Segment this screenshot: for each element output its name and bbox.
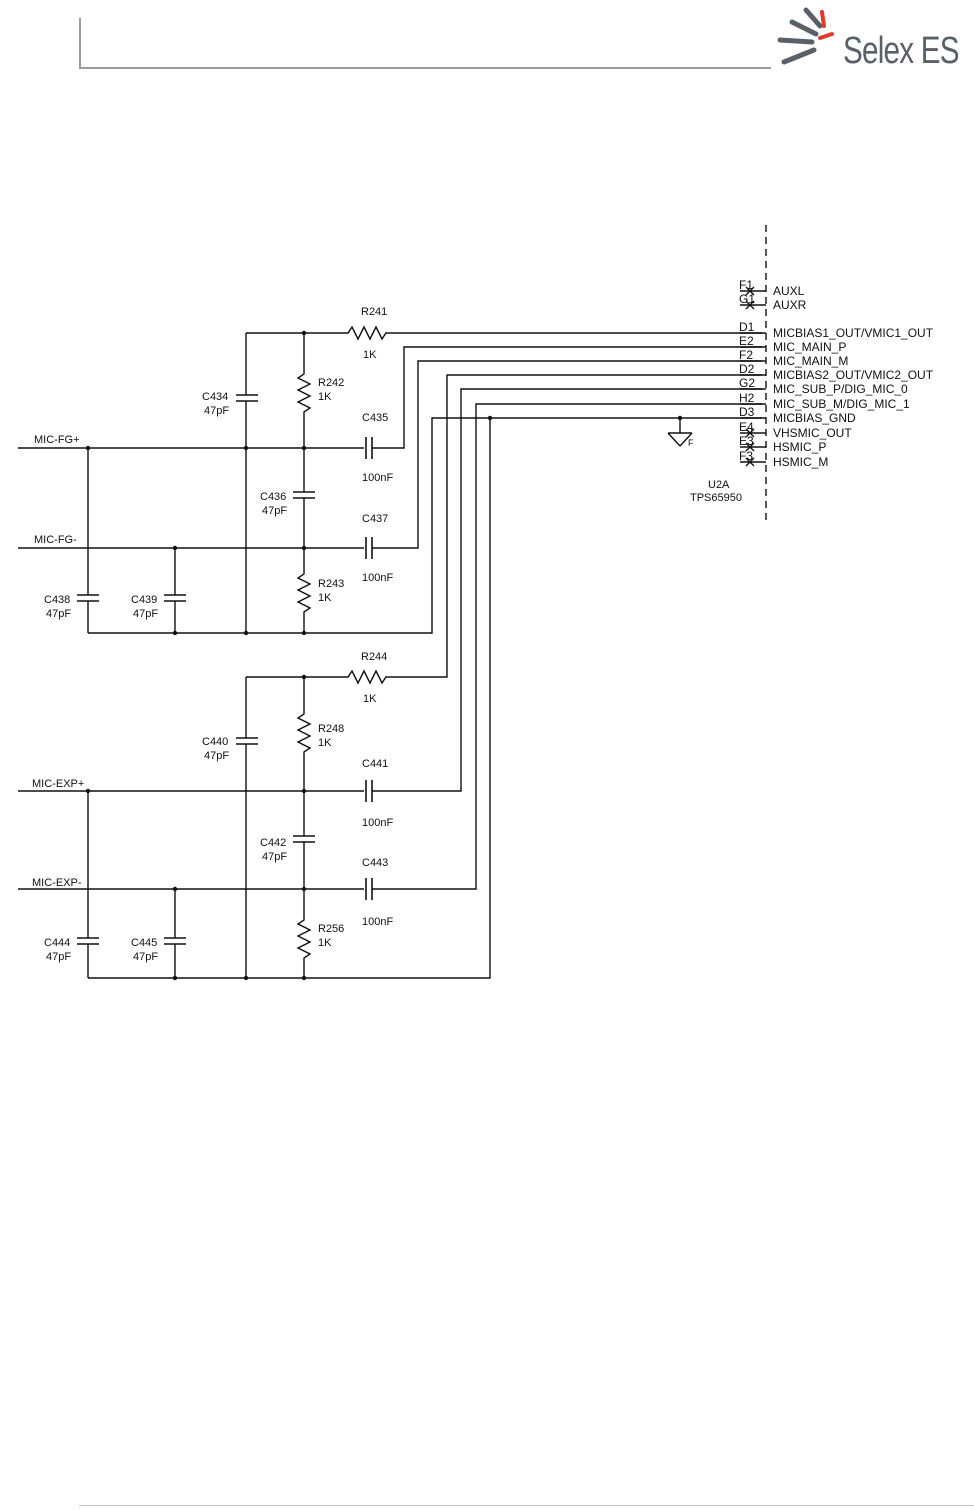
- no-connect-icon: [745, 300, 755, 310]
- C443-ref: C443: [362, 857, 388, 869]
- mic-fg-section: R241 1K C434 47pF R242 1K MIC-FG+ C435: [18, 306, 393, 636]
- no-connect-icon: [745, 428, 755, 438]
- C437-ref: C437: [362, 513, 388, 525]
- header-rule-vertical: [79, 18, 81, 68]
- C445-value: 47pF: [133, 951, 158, 963]
- mic-exp-section: R244 1K C440 47pF R248 1K MIC-EXP+ C441 …: [18, 651, 393, 981]
- logo-wordmark: Selex ES: [843, 30, 959, 72]
- header-rule-horizontal: [79, 67, 771, 69]
- R243-ref: R243: [318, 578, 344, 590]
- ic-pin-number: D2: [739, 362, 755, 376]
- ic-pin-number: F2: [739, 348, 753, 362]
- net-mic-exp-plus: MIC-EXP+: [32, 778, 84, 790]
- C440-ref: C440: [202, 736, 228, 748]
- ic-pin-e4: E4 VHSMIC_OUT: [739, 420, 852, 440]
- C436-ref: C436: [260, 491, 286, 503]
- ic-pin-name: MICBIAS_GND: [773, 411, 856, 425]
- R256-ref: R256: [318, 923, 344, 935]
- ground-label: F: [688, 438, 694, 448]
- logo-swoosh-icon: [777, 7, 834, 65]
- ic-pin-name: MIC_MAIN_P: [773, 340, 846, 354]
- ic-pin-number: G1: [739, 292, 755, 306]
- net-mic-exp-minus: MIC-EXP-: [32, 877, 82, 889]
- ic-part-label: TPS65950: [690, 492, 742, 504]
- ic-pin-f3: F3 HSMIC_M: [739, 449, 828, 469]
- R248-value: 1K: [318, 737, 332, 749]
- C438-value: 47pF: [46, 608, 71, 620]
- C435-value: 100nF: [362, 472, 393, 484]
- ic-pin-name: MIC_SUB_P/DIG_MIC_0: [773, 382, 908, 396]
- C441-value: 100nF: [362, 817, 393, 829]
- C434-value: 47pF: [204, 405, 229, 417]
- company-logo: [776, 4, 974, 74]
- ic-pin-name: VHSMIC_OUT: [773, 426, 852, 440]
- ic-pin-number: F1: [739, 278, 753, 292]
- ic-pin-number: E3: [739, 434, 754, 448]
- C442-value: 47pF: [262, 851, 287, 863]
- ic-pin-f1: F1 AUXL: [739, 278, 805, 298]
- ic-pin-name: MIC_SUB_M/DIG_MIC_1: [773, 397, 910, 411]
- C441-ref: C441: [362, 758, 388, 770]
- R241-value: 1K: [363, 349, 377, 361]
- footer-rule: [79, 1505, 974, 1506]
- C442-ref: C442: [260, 837, 286, 849]
- ic-pin-number: F3: [739, 449, 753, 463]
- R242-value: 1K: [318, 391, 332, 403]
- ic-pin-d1: D1 MICBIAS1_OUT/VMIC1_OUT: [739, 320, 934, 340]
- ic-pin-name: MICBIAS2_OUT/VMIC2_OUT: [773, 368, 934, 382]
- R243-value: 1K: [318, 592, 332, 604]
- ic-pin-name: MIC_MAIN_M: [773, 354, 848, 368]
- C443-value: 100nF: [362, 916, 393, 928]
- C439-value: 47pF: [133, 608, 158, 620]
- C436-value: 47pF: [262, 505, 287, 517]
- ic-pin-name: AUXL: [773, 284, 805, 298]
- ic-ref-label: U2A: [708, 479, 730, 491]
- C435-ref: C435: [362, 412, 388, 424]
- C440-value: 47pF: [204, 750, 229, 762]
- C444-value: 47pF: [46, 951, 71, 963]
- no-connect-icon: [745, 442, 755, 452]
- no-connect-icon: [745, 286, 755, 296]
- R244-ref: R244: [361, 651, 387, 663]
- ic-pin-number: G2: [739, 376, 755, 390]
- ic-pin-name: HSMIC_M: [773, 455, 828, 469]
- no-connect-icon: [745, 457, 755, 467]
- net-mic-fg-plus: MIC-FG+: [34, 434, 80, 446]
- ic-pin-number: D1: [739, 320, 755, 334]
- R256-value: 1K: [318, 937, 332, 949]
- ic-pin-e2: E2 MIC_MAIN_P: [739, 334, 846, 354]
- ic-pin-d2: D2 MICBIAS2_OUT/VMIC2_OUT: [739, 362, 934, 382]
- ic-pin-number: H2: [739, 391, 755, 405]
- C438-ref: C438: [44, 594, 70, 606]
- C434-ref: C434: [202, 391, 228, 403]
- R242-ref: R242: [318, 377, 344, 389]
- ic-pin-number: E2: [739, 334, 754, 348]
- R248-ref: R248: [318, 723, 344, 735]
- C437-value: 100nF: [362, 572, 393, 584]
- bus-wires: [88, 332, 762, 979]
- R241-ref: R241: [361, 306, 387, 318]
- ground-symbol: F: [667, 415, 694, 448]
- ic-pin-name: AUXR: [773, 298, 807, 312]
- ic-pin-number: E4: [739, 420, 754, 434]
- ic-pin-number: D3: [739, 405, 755, 419]
- C445-ref: C445: [131, 937, 157, 949]
- ic-pin-g1: G1 AUXR: [739, 292, 807, 312]
- ic-pin-e3: E3 HSMIC_P: [739, 434, 826, 454]
- net-mic-fg-minus: MIC-FG-: [34, 534, 77, 546]
- C439-ref: C439: [131, 594, 157, 606]
- R244-value: 1K: [363, 693, 377, 705]
- ic-pin-name: MICBIAS1_OUT/VMIC1_OUT: [773, 326, 934, 340]
- C444-ref: C444: [44, 937, 70, 949]
- ic-pin-name: HSMIC_P: [773, 440, 826, 454]
